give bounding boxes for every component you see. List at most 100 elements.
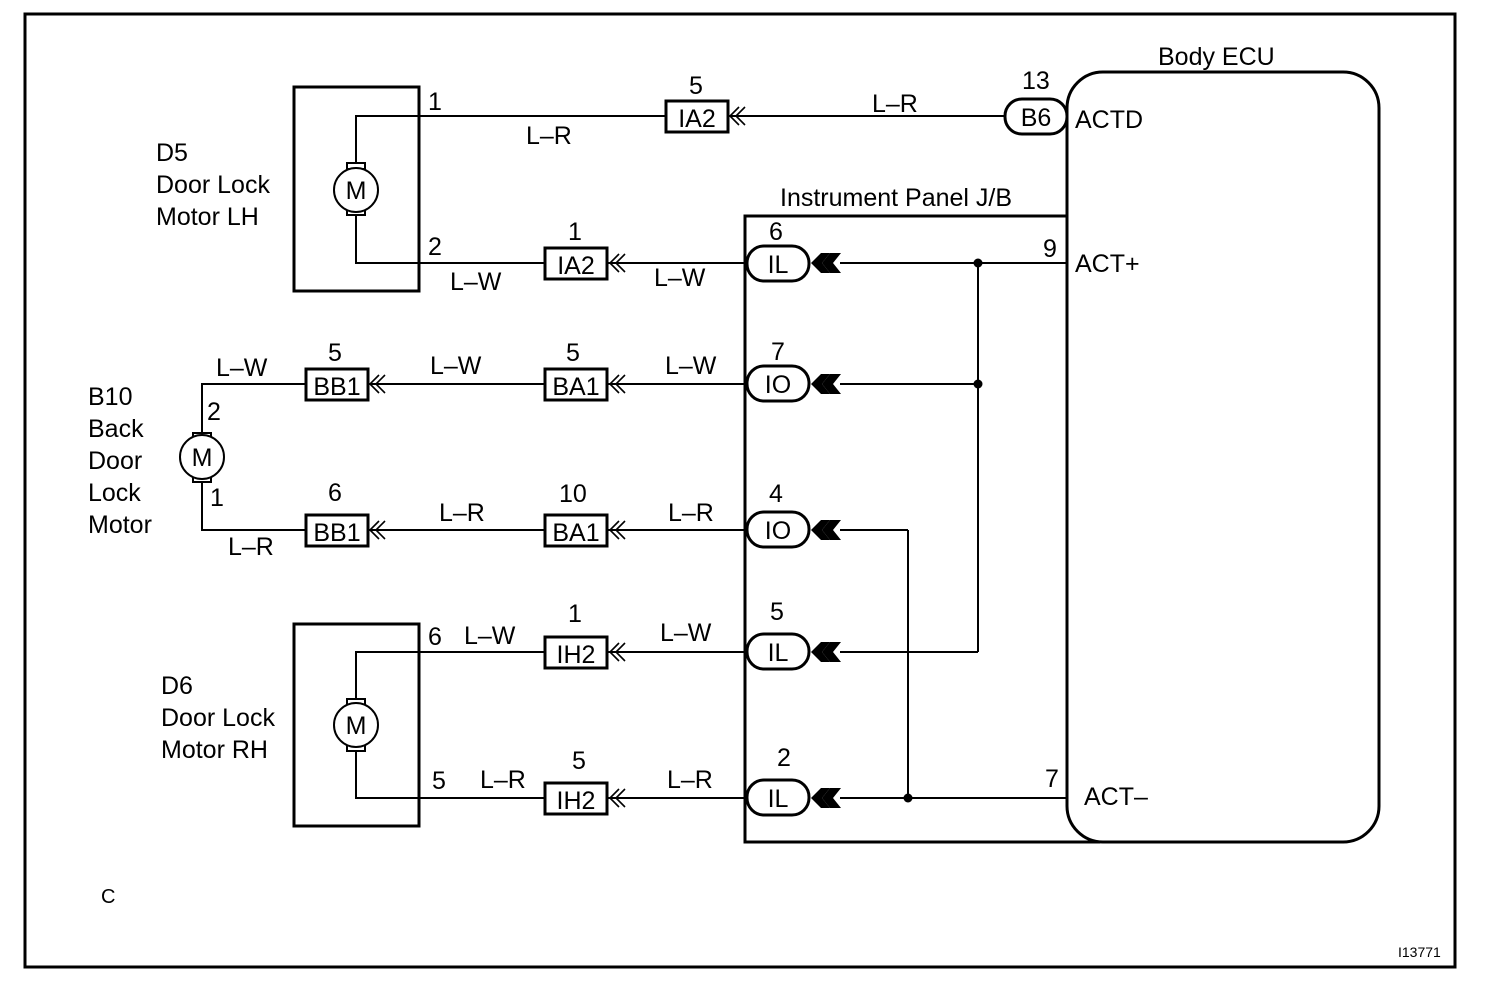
splice-dot	[903, 793, 913, 803]
jb-chevron	[811, 253, 841, 273]
wire-color-label: L–W	[430, 352, 482, 380]
jb-chevron	[811, 642, 841, 662]
jb-connector-io-7-label: IO	[765, 371, 791, 399]
d6-code: D6	[161, 672, 193, 700]
d5-label-line2: Motor LH	[156, 203, 259, 231]
jb-pin-6: 6	[769, 218, 783, 246]
connector-bb1-bottom-label: BB1	[313, 519, 360, 547]
d6-label-line1: Door Lock	[161, 704, 275, 732]
wire-color-label: L–W	[450, 268, 502, 296]
b10-label-line3: Lock	[88, 479, 141, 507]
connector-ia2-top-label: IA2	[678, 105, 716, 133]
d5-pin-a: 1	[428, 88, 442, 116]
wire-color-label: L–W	[660, 619, 712, 647]
jb-connector-il-2	[745, 778, 811, 817]
connector-ba1-top-label: BA1	[552, 373, 599, 401]
corner-mark: C	[101, 886, 115, 908]
jb-connector-io-7	[745, 364, 811, 403]
d6-motor-icon	[333, 702, 379, 748]
b10-label-line4: Motor	[88, 511, 152, 539]
jb-chevron	[811, 520, 841, 540]
jb-connector-io-4-label: IO	[765, 517, 791, 545]
body-ecu-box	[1065, 70, 1381, 844]
b10-pin-a: 2	[207, 398, 221, 426]
wire-color-label: L–R	[480, 766, 526, 794]
ecu-pin-9: 9	[1043, 235, 1057, 263]
jb-connector-il-6-label: IL	[768, 251, 789, 279]
connector-ia2-top	[664, 99, 730, 134]
jb-chevron	[811, 788, 841, 808]
b10-label-line1: Back	[88, 415, 144, 443]
jb-pin-7: 7	[771, 338, 785, 366]
wire-color-label: L–W	[654, 264, 706, 292]
connector-bb1-top-label: BB1	[313, 373, 360, 401]
d5-motor-icon	[333, 167, 379, 213]
d6-label-line2: Motor RH	[161, 736, 268, 764]
ecu-pin-7: 7	[1045, 765, 1059, 793]
ecu-connector-b6	[1003, 97, 1069, 136]
wire-color-label: L–W	[665, 352, 717, 380]
connector-ba1-bottom-pin: 10	[559, 480, 587, 508]
ecu-connector-b6-label: B6	[1021, 104, 1052, 132]
diagram-frame	[23, 12, 1457, 969]
connector-ih2-top-label: IH2	[557, 641, 596, 669]
wire-color-label: L–R	[872, 90, 918, 118]
wire-color-label: L–R	[667, 766, 713, 794]
b10-motor-letter: M	[192, 444, 213, 472]
jb-chevron	[811, 374, 841, 394]
connector-bb1-bottom	[304, 513, 370, 548]
connector-ia2-bottom-pin: 1	[568, 218, 582, 246]
d5-internal-wire	[355, 115, 419, 264]
body-ecu-label: Body ECU	[1158, 43, 1275, 71]
b10-wire	[201, 383, 305, 531]
d6-pin-a: 6	[428, 623, 442, 651]
connector-ih2-bottom-pin: 5	[572, 747, 586, 775]
figure-id: I13771	[1398, 944, 1441, 960]
connector-ih2-bottom-label: IH2	[557, 787, 596, 815]
ecu-terminal-act-minus: ACT–	[1084, 783, 1148, 811]
jb-connector-il-5	[745, 632, 811, 671]
wire-color-label: L–R	[228, 533, 274, 561]
junction-block-label: Instrument Panel J/B	[780, 184, 1012, 212]
connector-ih2-top	[543, 635, 609, 670]
wire-color-label: L–W	[464, 622, 516, 650]
wire-color-label: L–W	[216, 354, 268, 382]
jb-connector-il-5-label: IL	[768, 639, 789, 667]
jb-connector-il-2-label: IL	[768, 785, 789, 813]
connector-bb1-top	[304, 367, 370, 402]
splice-dot	[973, 379, 983, 389]
b10-code: B10	[88, 383, 132, 411]
ecu-terminal-act-plus: ACT+	[1075, 250, 1140, 278]
wire-color-label: L–R	[439, 499, 485, 527]
splice-dot	[973, 258, 983, 268]
d5-label-line1: Door Lock	[156, 171, 270, 199]
connector-bb1-top-pin: 5	[328, 339, 342, 367]
d6-motor-letter: M	[346, 712, 367, 740]
jb-connector-io-4	[745, 510, 811, 549]
d6-internal-wire	[355, 651, 419, 799]
jb-connector-il-6	[745, 244, 811, 283]
d6-pin-b: 5	[432, 767, 446, 795]
connector-ia2-bottom-label: IA2	[557, 252, 595, 280]
connector-ba1-bottom-label: BA1	[552, 519, 599, 547]
d5-pin-b: 2	[428, 233, 442, 261]
b10-motor-icon	[179, 434, 225, 480]
connector-ia2-bottom	[543, 246, 609, 281]
jb-pin-4: 4	[769, 480, 783, 508]
connector-bb1-bottom-pin: 6	[328, 479, 342, 507]
d5-code: D5	[156, 139, 188, 167]
connector-ba1-top-pin: 5	[566, 339, 580, 367]
b10-pin-b: 1	[210, 484, 224, 512]
ecu-terminal-actd: ACTD	[1075, 106, 1143, 134]
wire-color-label: L–R	[526, 122, 572, 150]
d5-motor-box	[292, 85, 421, 293]
connector-ih2-bottom	[543, 781, 609, 816]
jb-pin-5: 5	[770, 598, 784, 626]
connector-ba1-top	[543, 367, 609, 402]
ecu-pin-13: 13	[1022, 67, 1050, 95]
jb-pin-2: 2	[777, 744, 791, 772]
b10-label-line2: Door	[88, 447, 142, 475]
connector-ia2-top-pin: 5	[689, 72, 703, 100]
wire-color-label: L–R	[668, 499, 714, 527]
